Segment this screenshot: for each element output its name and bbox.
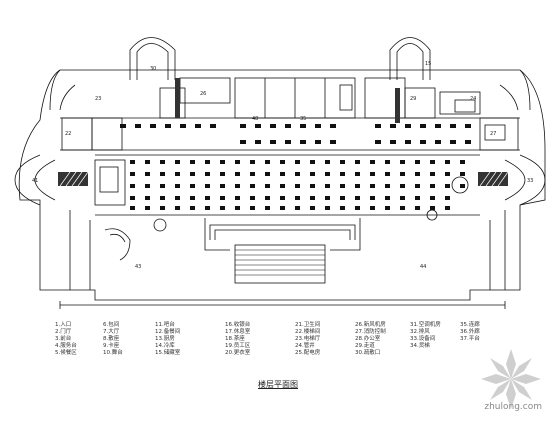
legend-item: 2.门厅 [55, 329, 72, 335]
legend-item: 7.大厅 [103, 329, 120, 335]
legend-item: 20.更衣室 [225, 350, 251, 356]
legend-item: 33.设备间 [410, 336, 436, 342]
legend-item: 5.候餐区 [55, 350, 77, 356]
left-bay [14, 154, 41, 206]
legend-item: 24.管井 [295, 343, 315, 349]
room-label: 43 [135, 264, 141, 270]
room-label: 48 [252, 116, 258, 122]
legend-item: 16.收银台 [225, 322, 251, 328]
legend-item: 28.办公室 [355, 336, 381, 342]
room-label: 35 [300, 116, 306, 122]
legend-item: 35.连廊 [460, 322, 480, 328]
legend-item: 22.楼梯间 [295, 329, 321, 335]
legend-item: 12.备餐间 [155, 329, 181, 335]
legend-item: 11.吧台 [155, 322, 175, 328]
watermark-logo [481, 349, 541, 409]
legend-item: 26.新风机房 [355, 322, 386, 328]
room-label: 27 [490, 131, 496, 137]
legend-item: 10.舞台 [103, 350, 123, 356]
right-bay-hatch [478, 172, 508, 186]
ramp [209, 224, 356, 240]
legend-item: 6.包间 [103, 322, 120, 328]
legend-item: 32.排风 [410, 329, 430, 335]
room-label: 22 [65, 131, 71, 137]
legend-item: 9.卡座 [103, 343, 120, 349]
left-bay-inner [34, 159, 56, 201]
dining-tables [120, 124, 471, 210]
left-bay-hatch [58, 172, 88, 186]
room-label: 30 [150, 66, 156, 72]
right-bay [519, 154, 546, 206]
legend-item: 30.疏散口 [355, 350, 381, 356]
room-label: 29 [410, 96, 416, 102]
legend-item: 17.休息室 [225, 329, 251, 335]
watermark-text: zhulong.com [484, 402, 542, 412]
legend-item: 3.前台 [55, 336, 72, 342]
room-label: 44 [420, 264, 426, 270]
legend-item: 13.厨房 [155, 336, 175, 342]
legend-item: 8.散座 [103, 336, 120, 342]
legend-item: 14.冷库 [155, 343, 175, 349]
room-left-2 [94, 159, 126, 206]
drawing-title: 楼层平面图 [258, 380, 298, 389]
legend-item: 29.走道 [355, 343, 375, 349]
escalator-area [234, 244, 326, 284]
legend-item: 36.外廊 [460, 329, 480, 335]
room-label: 15 [425, 61, 431, 67]
legend-item: 4.服务台 [55, 343, 77, 349]
legend-item: 23.电梯厅 [295, 336, 321, 342]
legend-item: 37.平台 [460, 336, 480, 342]
legend-item: 1.入口 [55, 322, 72, 328]
legend-item: 31.空调机房 [410, 322, 441, 328]
legend-item: 27.消防控制 [355, 329, 386, 335]
room-label: 24 [470, 96, 476, 102]
room-label: 26 [200, 91, 206, 97]
legend-item: 25.配电房 [295, 350, 321, 356]
legend-item: 34.货梯 [410, 343, 430, 349]
legend-item: 19.员工区 [225, 343, 251, 349]
curved-bar [104, 228, 131, 261]
room-label: 33 [527, 178, 533, 184]
room-label: 23 [95, 96, 101, 102]
right-bay-inner [504, 159, 526, 201]
room-label: 41 [32, 178, 38, 184]
legend-item: 18.茶座 [225, 336, 245, 342]
round-table [153, 218, 167, 232]
legend-item: 21.卫生间 [295, 322, 321, 328]
room-right-1 [479, 117, 519, 151]
right-tower [389, 37, 431, 80]
left-tower [129, 37, 176, 80]
legend-item: 15.储藏室 [155, 350, 181, 356]
